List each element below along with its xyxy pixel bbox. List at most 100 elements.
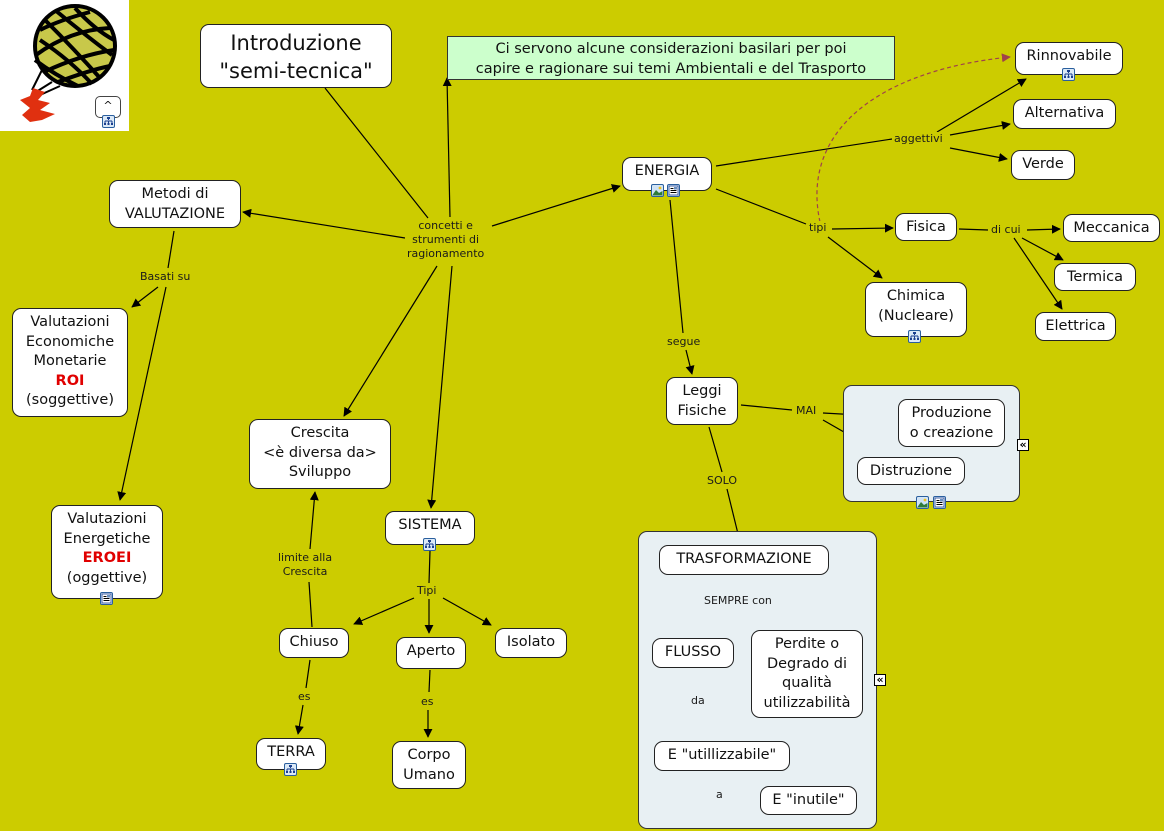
concept-chimica[interactable]: Chimica (Nucleare) <box>865 282 967 337</box>
link-sistema-tipi <box>428 550 431 584</box>
concept-valutazioni-economiche[interactable]: Valutazioni Economiche Monetarie ROI (so… <box>12 308 128 417</box>
link-chiuso-limite <box>308 581 313 628</box>
concept-text: qualità <box>782 675 832 691</box>
submap-icon[interactable] <box>908 330 921 343</box>
concept-termica[interactable]: Termica <box>1054 263 1136 291</box>
concept-text: Corpo <box>407 747 451 763</box>
link-limite-crescita <box>309 491 319 550</box>
linking-phrase-concetti[interactable]: concetti e strumenti di ragionamento <box>405 219 487 261</box>
concept-text: Economiche <box>25 333 115 350</box>
concept-text: Elettrica <box>1045 318 1106 334</box>
link-leggi-solo <box>708 426 723 473</box>
link-label-es-chiuso: es <box>296 690 313 704</box>
link-es-terra <box>294 704 304 735</box>
concept-sistema[interactable]: SISTEMA <box>385 511 475 545</box>
link-leggi-mai <box>740 404 793 411</box>
concept-verde[interactable]: Verde <box>1011 150 1075 180</box>
concept-valutazioni-energetiche[interactable]: Valutazioni Energetiche EROEI (oggettive… <box>51 505 163 599</box>
collapse-group-button[interactable]: « <box>1017 439 1029 451</box>
concept-corpo-umano[interactable]: Corpo Umano <box>392 741 466 789</box>
concept-text: Leggi <box>682 383 722 399</box>
concept-produzione[interactable]: Produzione o creazione <box>898 399 1005 447</box>
link-basati-econ <box>131 286 159 308</box>
link-fisica-dicui <box>958 228 989 231</box>
link-tipi-fisica <box>831 223 894 233</box>
phrase-text: ragionamento <box>407 247 485 260</box>
concept-aperto[interactable]: Aperto <box>396 637 466 669</box>
concept-text: Valutazioni <box>30 314 110 330</box>
link-center-note <box>442 77 452 218</box>
link-label-sempre-con: SEMPRE con <box>702 594 774 608</box>
submap-icon[interactable] <box>1062 68 1075 81</box>
submap-icon[interactable] <box>423 538 436 551</box>
concept-text: Chimica <box>886 288 946 304</box>
concept-distruzione[interactable]: Distruzione <box>857 457 965 485</box>
concept-metodi-valutazione[interactable]: Metodi di VALUTAZIONE <box>109 180 241 228</box>
link-basati-energ <box>117 286 167 501</box>
concept-crescita[interactable]: Crescita <è diversa da> Sviluppo <box>249 419 391 489</box>
collapse-group-button[interactable]: « <box>874 674 886 686</box>
image-icon[interactable] <box>916 496 929 509</box>
link-energia-tipi <box>715 188 807 225</box>
concept-meccanica[interactable]: Meccanica <box>1063 214 1160 242</box>
label-text: Crescita <box>282 565 328 578</box>
note-text: Ci servono alcune considerazioni basilar… <box>495 41 847 57</box>
concept-text: <è diversa da> <box>263 444 377 461</box>
concept-alternativa[interactable]: Alternativa <box>1013 99 1116 129</box>
concept-leggi-fisiche[interactable]: Leggi Fisiche <box>666 377 738 425</box>
link-label-mai: MAI <box>794 404 819 418</box>
concept-text: utilizzabilità <box>763 694 851 711</box>
phrase-text: strumenti di <box>412 233 480 246</box>
link-dicui-termica <box>1021 237 1064 261</box>
link-dashed-chimica-rinnovabile <box>816 53 1011 223</box>
concept-text: Chiuso <box>289 634 339 650</box>
concept-flusso[interactable]: FLUSSO <box>652 638 734 668</box>
concept-text: Crescita <box>290 425 350 441</box>
document-icon[interactable] <box>933 496 946 509</box>
concept-text: (soggettive) <box>26 392 114 408</box>
submap-icon[interactable] <box>102 115 115 128</box>
link-aggettivi-alternativa <box>949 121 1011 136</box>
concept-text: FLUSSO <box>664 644 722 660</box>
concept-text: (oggettive) <box>66 569 148 586</box>
link-label-tipi-energia: tipi <box>807 221 829 235</box>
concept-text: Meccanica <box>1073 220 1150 236</box>
highlight-roi: ROI <box>55 372 85 389</box>
concept-introduzione[interactable]: Introduzione "semi-tecnica" <box>200 24 392 88</box>
concept-text: Degrado di <box>766 655 848 672</box>
note-considerazioni[interactable]: Ci servono alcune considerazioni basilar… <box>447 36 895 80</box>
link-label-limite: limite alla Crescita <box>276 551 335 579</box>
concept-text: Perdite o <box>774 636 840 652</box>
link-label-da: da <box>689 694 707 708</box>
concept-text: VALUTAZIONE <box>124 205 226 222</box>
concept-chiuso[interactable]: Chiuso <box>279 628 349 658</box>
link-energia-aggettivi <box>715 138 893 167</box>
concept-e-inutile[interactable]: E "inutile" <box>760 786 857 815</box>
submap-icon[interactable] <box>284 763 297 776</box>
globe-icon <box>20 4 117 122</box>
concept-text: Fisica <box>906 219 946 235</box>
link-center-metodi <box>242 208 406 239</box>
concept-text: Energetiche <box>63 530 151 547</box>
concept-text: Rinnovabile <box>1026 48 1112 64</box>
image-icon[interactable] <box>651 184 664 197</box>
concept-text: Monetarie <box>33 353 107 369</box>
concept-elettrica[interactable]: Elettrica <box>1035 312 1116 341</box>
link-chiuso-es <box>305 659 311 689</box>
document-icon[interactable] <box>100 592 113 605</box>
concept-text: Termica <box>1066 269 1124 285</box>
concept-text: Valutazioni <box>67 511 147 527</box>
concept-text: Isolato <box>506 634 556 650</box>
link-aggettivi-verde <box>949 147 1008 162</box>
concept-e-utilizzabile[interactable]: E "utillizzabile" <box>654 741 790 771</box>
concept-text: Produzione <box>911 405 992 421</box>
concept-perdite[interactable]: Perdite o Degrado di qualità utilizzabil… <box>751 630 863 718</box>
link-aperto-es <box>428 669 431 693</box>
concept-trasformazione[interactable]: TRASFORMAZIONE <box>659 545 829 575</box>
globe-balloon-logo: ^ <box>0 0 129 131</box>
concept-fisica[interactable]: Fisica <box>895 213 957 241</box>
concept-text: Fisiche <box>677 402 727 419</box>
concept-isolato[interactable]: Isolato <box>495 628 567 658</box>
link-label-aggettivi: aggettivi <box>892 132 945 146</box>
document-icon[interactable] <box>667 184 680 197</box>
